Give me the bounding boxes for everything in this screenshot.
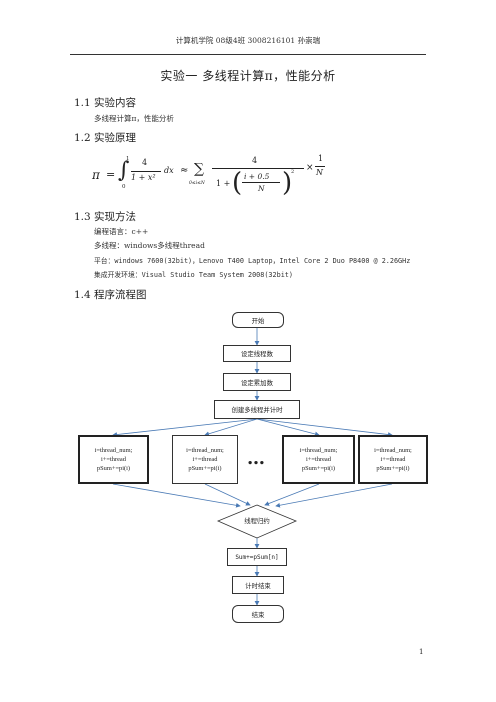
page-number: 1 <box>419 648 424 656</box>
integral-lower: 0 <box>122 184 126 190</box>
section-1-1-text: 多线程计算π，性能分析 <box>94 114 174 123</box>
formula-equals: = <box>106 168 116 181</box>
flow-thread-task-1: i=thread_num; i+=thread pSum+=pi(i) <box>78 435 149 484</box>
document-title: 实验一 多线程计算π，性能分析 <box>160 69 336 83</box>
formula-approx: ≈ <box>180 165 189 176</box>
formula-dx: dx <box>164 166 174 175</box>
task-3-line-2: i+=thread <box>306 456 331 463</box>
sum-fraction-bar <box>212 168 304 169</box>
formula-pi: π <box>92 168 100 182</box>
impl-ide: 集成开发环境：Visual Studio Team System 2008(32… <box>94 271 293 279</box>
integral-sign: ∫ <box>118 158 130 183</box>
square-exponent: 2 <box>291 169 295 175</box>
right-paren: ) <box>282 168 293 198</box>
integral-numerator: 4 <box>142 158 148 167</box>
task-4-line-2: i+=thread <box>380 456 406 463</box>
flow-end: 结束 <box>232 605 284 623</box>
section-heading-1-2: 1.2 实验原理 <box>74 132 137 144</box>
pi-formula: π = ∫ 1 0 4 1 + x² dx ≈ ∑ 0≤i≤N 4 1 + ( … <box>92 154 304 200</box>
tail-numerator: 1 <box>318 154 324 163</box>
flow-sum: Sum+=pSum[n] <box>227 548 287 566</box>
one-plus: 1 + <box>216 179 231 188</box>
task-2-line-3: pSum+=pi(i) <box>188 465 222 472</box>
flow-ellipsis: … <box>247 448 265 469</box>
task-4-line-3: pSum+=pi(i) <box>376 465 410 472</box>
flow-thread-task-4: i=thread_num; i+=thread pSum+=pi(i) <box>358 435 428 484</box>
section-heading-1-4: 1.4 程序流程图 <box>74 289 147 301</box>
task-2-line-2: i+=thread <box>192 456 218 463</box>
flow-set-threads: 设定线程数 <box>223 345 291 362</box>
sum-subscript: 0≤i≤N <box>189 181 205 186</box>
integral-fraction-bar <box>131 171 161 172</box>
flow-thread-task-2: i=thread_num; i+=thread pSum+=pi(i) <box>172 435 238 484</box>
inner-numerator: i + 0.5 <box>244 172 270 181</box>
flow-thread-task-3: i=thread_num; i+=thread pSum+=pi(i) <box>282 435 355 484</box>
integral-upper: 1 <box>126 156 130 162</box>
impl-language: 编程语言：c++ <box>94 227 149 236</box>
task-1-line-1: i=thread_num; <box>94 447 133 454</box>
section-heading-1-1: 1.1 实验内容 <box>74 97 137 109</box>
flow-set-accum: 设定累加数 <box>223 373 291 391</box>
impl-threading: 多线程：windows多线程thread <box>94 241 205 250</box>
task-1-line-2: i+=thread <box>101 456 126 463</box>
sum-sign: ∑ <box>194 161 204 177</box>
task-4-line-1: i=thread_num; <box>374 447 412 454</box>
header-rule <box>70 54 426 55</box>
task-2-line-1: i=thread_num; <box>186 447 224 454</box>
task-1-line-3: pSum+=pi(i) <box>96 465 131 472</box>
tail-fraction-bar <box>315 166 325 167</box>
flow-create-threads: 创建多线程并计时 <box>214 400 300 419</box>
integral-denominator: 1 + x² <box>131 173 156 182</box>
tail-denominator: N <box>316 168 323 177</box>
flow-start: 开始 <box>232 312 284 328</box>
inner-denominator: N <box>258 184 265 193</box>
merge-diamond <box>216 504 298 539</box>
formula-times: × <box>306 163 314 173</box>
inner-fraction-bar <box>242 182 280 183</box>
task-3-line-3: pSum+=pi(i) <box>301 465 336 472</box>
left-paren: ( <box>232 168 243 198</box>
flow-merge: 线程归约 <box>244 517 270 525</box>
sum-numerator: 4 <box>252 156 258 165</box>
task-3-line-1: i=thread_num; <box>299 447 338 454</box>
impl-platform: 平台：windows 7600(32bit)，Lenovo T400 Lapto… <box>94 257 411 265</box>
section-heading-1-3: 1.3 实现方法 <box>74 211 137 223</box>
page-header: 计算机学院 08级4班 3008216101 孙崇瑞 <box>175 36 321 45</box>
flow-stop-timer: 计时结束 <box>232 576 284 594</box>
